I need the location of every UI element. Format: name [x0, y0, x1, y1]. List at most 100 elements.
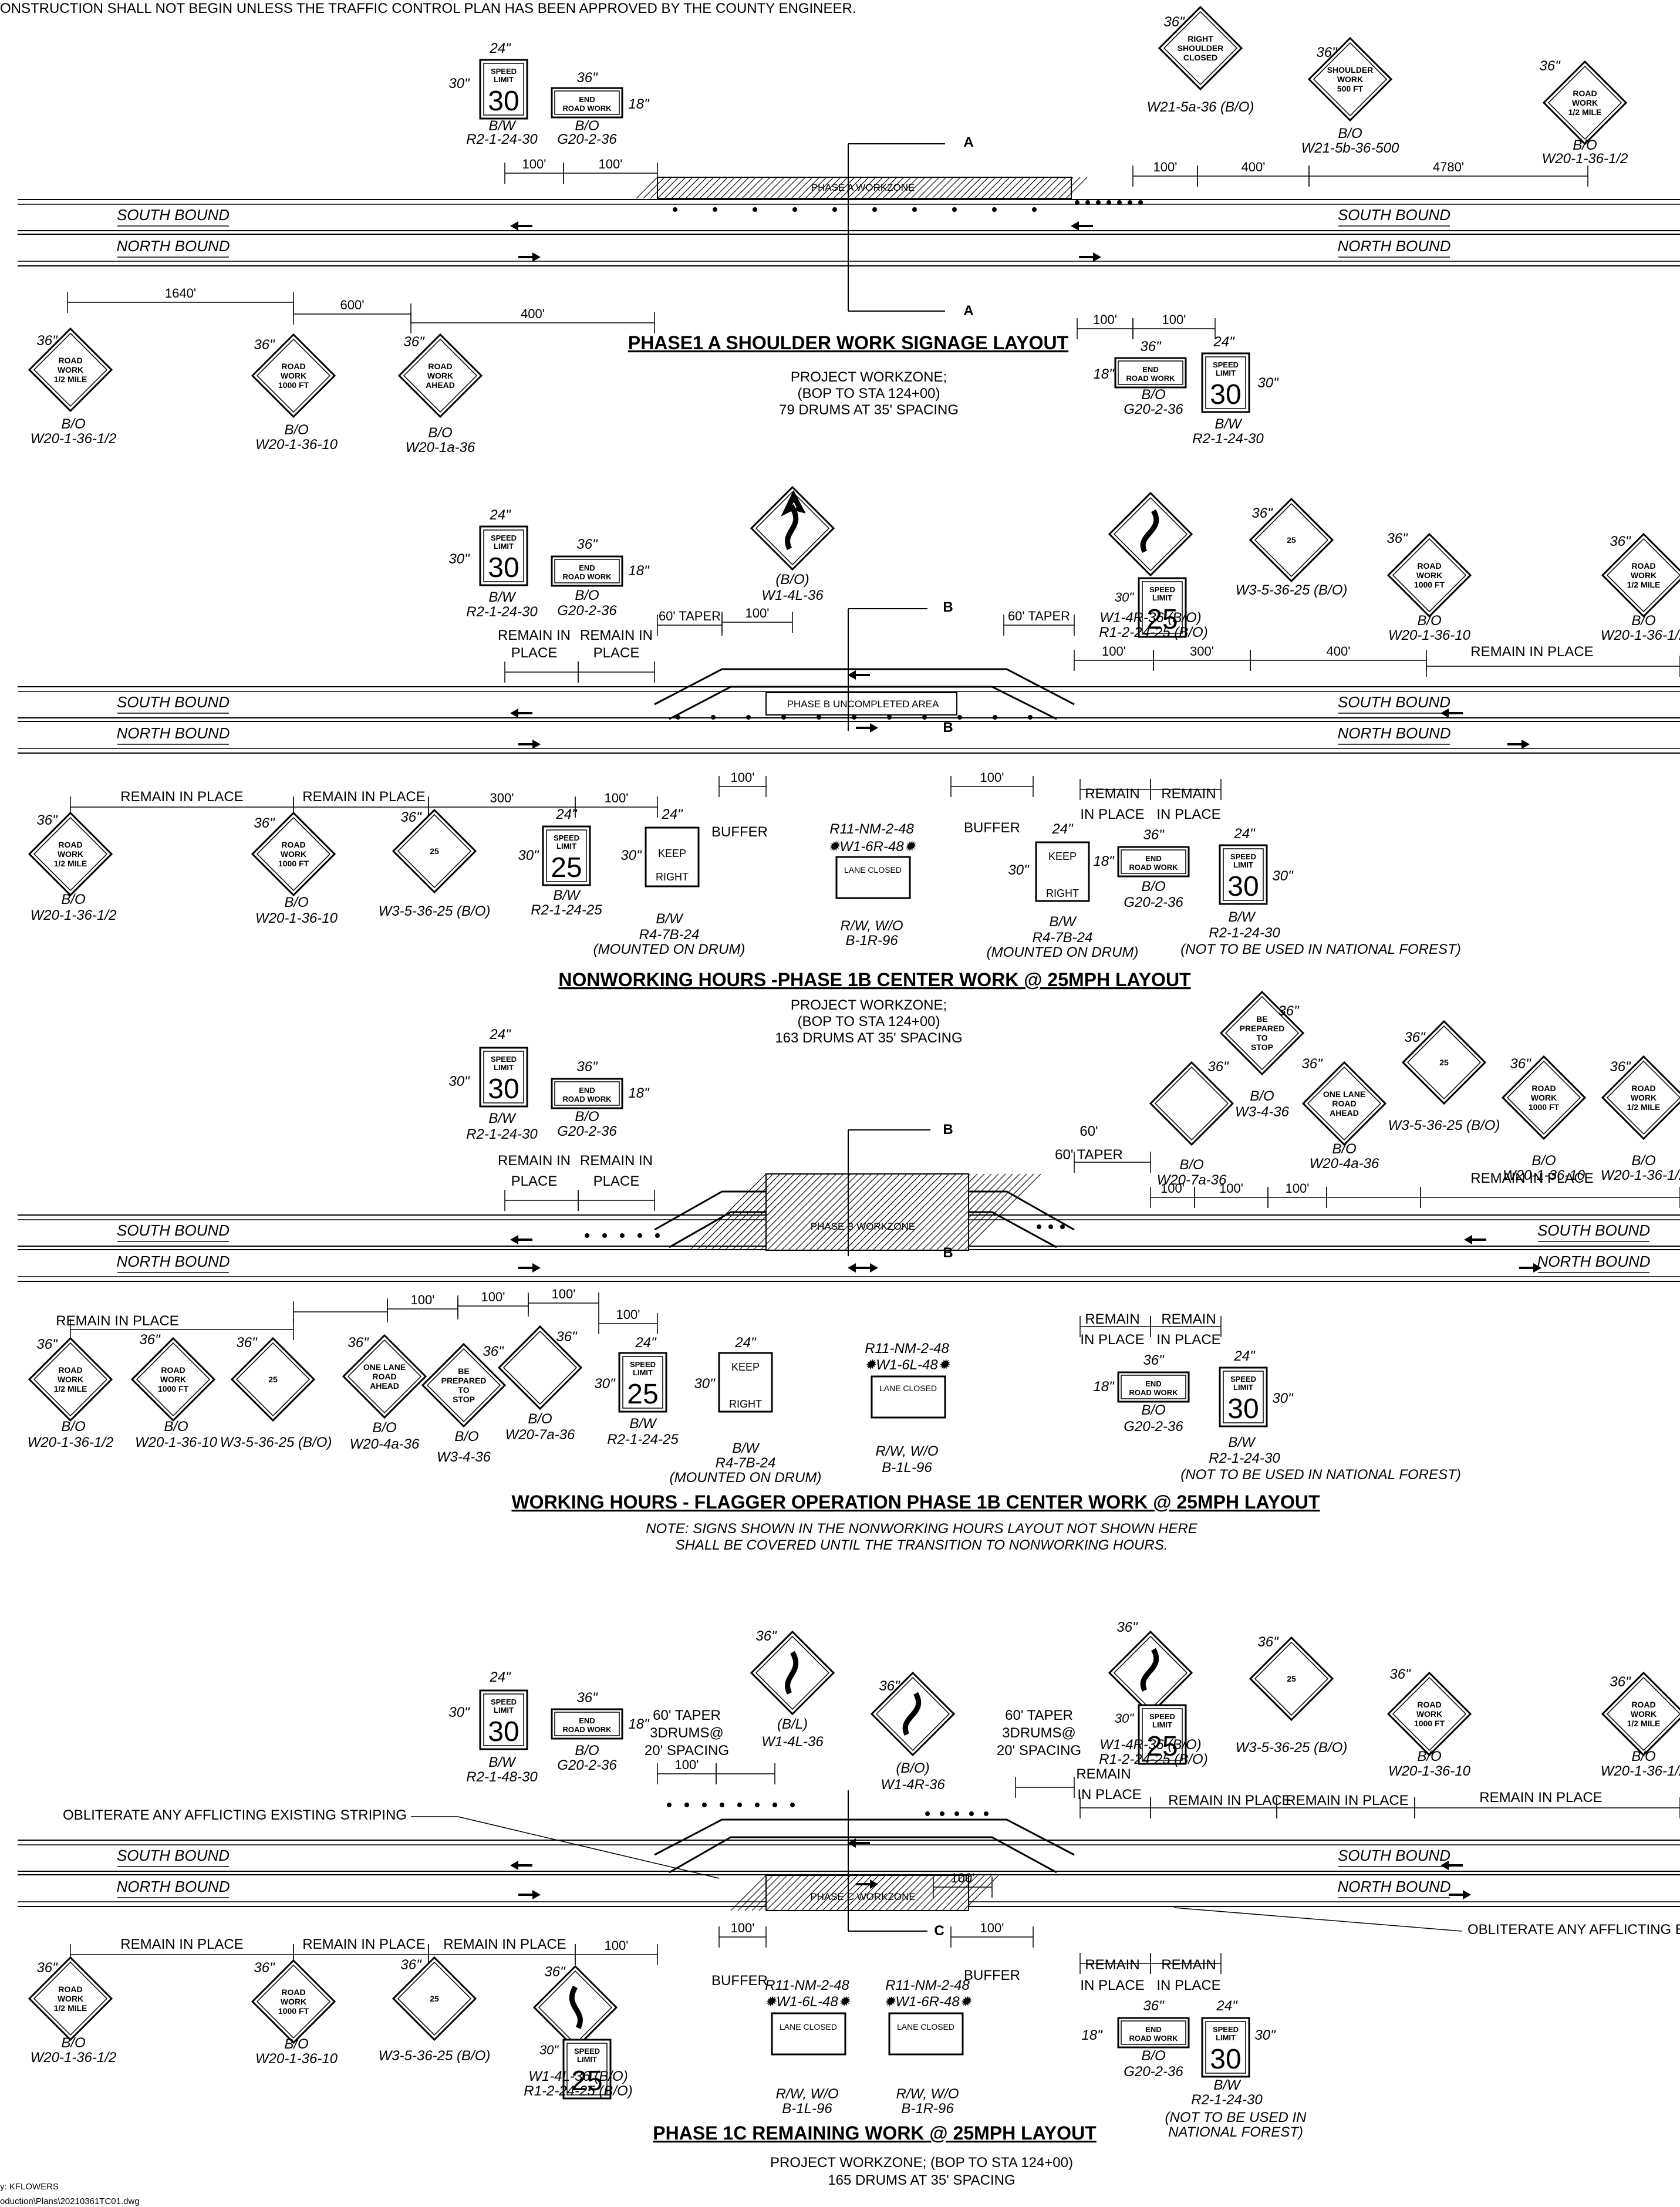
svg-text:ROAD: ROAD [1332, 1099, 1356, 1108]
label: 24" [734, 1335, 757, 1351]
label: 24" [1216, 1998, 1238, 2014]
drum-icon [684, 1803, 689, 1807]
drum-icon [720, 1803, 724, 1807]
label: B/W [488, 589, 517, 605]
svg-text:WORK: WORK [58, 1375, 83, 1384]
label: 36" [139, 1332, 161, 1348]
svg-text:30: 30 [488, 552, 519, 583]
label: 24" [1051, 821, 1074, 837]
label: KEEP [731, 1361, 760, 1373]
label: W21-5a-36 (B/O) [1147, 99, 1254, 115]
svg-text:ROAD: ROAD [58, 356, 82, 365]
label: (MOUNTED ON DRUM) [987, 944, 1139, 960]
label: 30" [1115, 1711, 1134, 1726]
svg-text:ROAD: ROAD [58, 1985, 82, 1994]
label: 30" [1272, 868, 1294, 884]
label: LANE CLOSED [780, 2022, 837, 2031]
label: B/W [1213, 2077, 1242, 2093]
label: B/O [528, 1411, 552, 1427]
label: KEEP [1048, 851, 1077, 862]
label: 30" [594, 1376, 616, 1392]
label: ✹W1-6L-48✹ [864, 1357, 950, 1373]
svg-text:30: 30 [488, 1716, 519, 1747]
uncompleted-area-box [765, 692, 957, 716]
label: REMAIN IN PLACE [1168, 1793, 1291, 1808]
label: G20-2-36 [557, 1123, 617, 1139]
project-note: (BOP TO STA 124+00) [797, 1014, 940, 1030]
label: 20' SPACING [997, 1743, 1081, 1759]
svg-text:CLOSED: CLOSED [1183, 53, 1217, 62]
label: 36" [403, 334, 425, 350]
label: W20-1-36-1/2 [31, 2050, 117, 2066]
label: B/W [1215, 416, 1243, 432]
box [483, 63, 524, 116]
label: 36" [1207, 1059, 1229, 1075]
label: 30" [620, 848, 642, 863]
label: PLACE [593, 1173, 640, 1189]
svg-text:500 FT: 500 FT [1337, 84, 1364, 93]
direction-arrow-icon [518, 1263, 541, 1273]
label: 36" [1301, 1056, 1323, 1072]
dimension-label: 300' [490, 791, 514, 805]
drum-icon [655, 1233, 660, 1238]
label: 36" [1316, 45, 1338, 60]
label: B/O [575, 588, 599, 603]
label: B [943, 599, 953, 615]
label: R2-1-24-30 [466, 131, 538, 147]
svg-text:LIMIT: LIMIT [494, 1706, 514, 1715]
dimension-label: 100' [675, 1757, 699, 1772]
label: G20-2-36 [1124, 1419, 1183, 1435]
national-forest-note: (NOT TO BE USED IN NATIONAL FOREST) [1180, 941, 1460, 957]
label: 18" [1093, 366, 1115, 382]
svg-text:TO: TO [458, 1385, 469, 1395]
svg-text:END: END [1145, 1379, 1161, 1388]
svg-text:SPEED: SPEED [491, 1055, 517, 1064]
label: REMAIN IN [580, 1153, 653, 1169]
svg-text:AHEAD: AHEAD [1330, 1108, 1359, 1118]
southbound-label: SOUTH BOUND [117, 693, 230, 711]
drum-icon [1060, 1224, 1065, 1229]
svg-text:25: 25 [571, 2066, 602, 2097]
drum-icon [952, 207, 957, 212]
line [457, 1816, 720, 1879]
taper-line [669, 1836, 1057, 1874]
label: W20-1-36-1/2 [1601, 627, 1680, 643]
label: 36" [1610, 1059, 1631, 1075]
curve-left-icon [785, 1651, 799, 1695]
label: 36" [1251, 505, 1273, 521]
workzone-hatch [636, 177, 1088, 199]
svg-text:WORK: WORK [58, 365, 83, 374]
drum-icon [713, 207, 717, 212]
label: 20' SPACING [645, 1743, 729, 1759]
svg-text:WORK: WORK [1416, 1709, 1442, 1719]
label: (NOT TO BE USED IN [1165, 2110, 1307, 2125]
svg-text:1/2 MILE: 1/2 MILE [1627, 1102, 1661, 1112]
label: B/O [428, 425, 452, 441]
direction-arrow-icon [856, 723, 878, 733]
warning-sign-icon: 25 [1401, 1020, 1487, 1105]
label: R1-2-24-25 (B/O) [524, 2083, 632, 2099]
svg-text:1/2 MILE: 1/2 MILE [54, 1384, 87, 1393]
svg-text:ROAD: ROAD [1631, 1084, 1655, 1093]
svg-text:ROAD: ROAD [428, 362, 452, 371]
label: 36" [576, 70, 598, 86]
label: 36" [36, 812, 58, 828]
direction-arrow-icon [856, 1879, 878, 1889]
label: W20-1-36-10 [1503, 1167, 1585, 1183]
svg-text:SPEED: SPEED [574, 2047, 600, 2056]
direction-arrow-icon [510, 221, 532, 231]
label: REMAIN IN PLACE [1470, 1170, 1593, 1186]
svg-text:25: 25 [1287, 1674, 1296, 1683]
label: 24" [489, 1669, 511, 1685]
